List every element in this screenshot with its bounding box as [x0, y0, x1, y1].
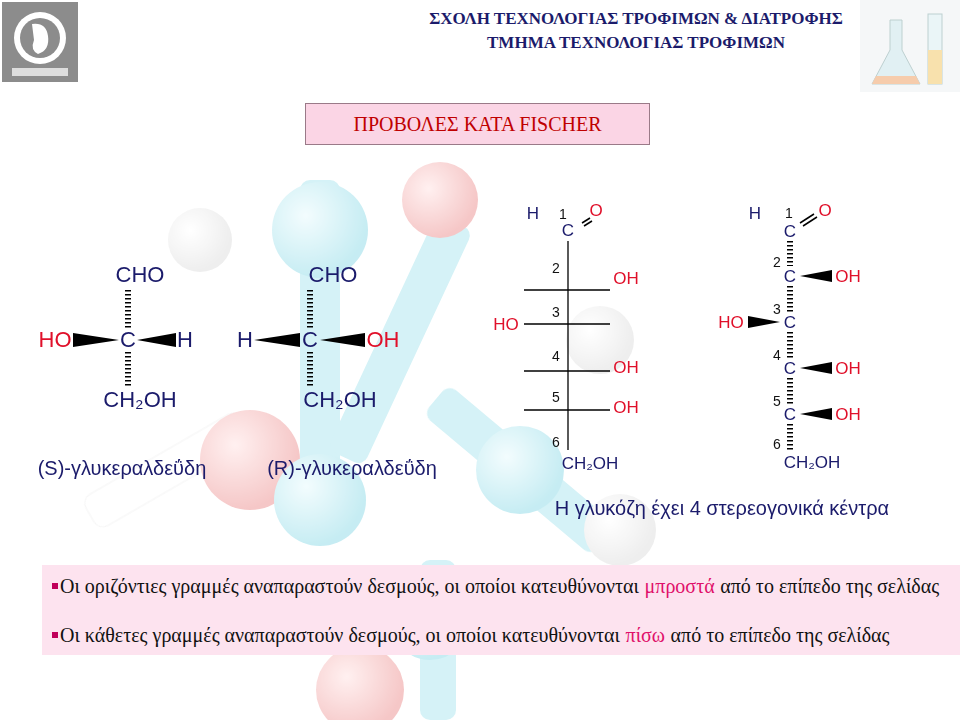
bullet-paragraph: Οι κάθετες γραμμές αναπαραστούν δεσμούς,… — [50, 622, 948, 649]
atom-label: CH₂OH — [784, 454, 841, 471]
title-text: ΠΡΟΒΟΛΕΣ ΚΑΤΑ FISCHER — [353, 113, 601, 136]
header-text: ΣΧΟΛΗ ΤΕΧΝΟΛΟΓΙΑΣ ΤΡΟΦΙΜΩΝ & ΔΙΑΤΡΟΦΗΣ — [429, 10, 843, 27]
title-box: ΠΡΟΒΟΛΕΣ ΚΑΤΑ FISCHER — [305, 103, 650, 145]
atom-label: OH — [835, 406, 861, 423]
atom-label: OH — [835, 268, 861, 285]
atom-label: H — [749, 205, 761, 222]
lab-glassware — [860, 0, 960, 92]
atom-label: C — [784, 223, 796, 240]
header-text: ΤΜΗΜΑ ΤΕΧΝΟΛΟΓΙΑΣ ΤΡΟΦΙΜΩΝ — [487, 34, 785, 51]
carbon-number: 5 — [773, 394, 781, 408]
carbon-number: 2 — [773, 255, 781, 269]
carbon-number: 4 — [773, 348, 781, 362]
note-text: Οι οριζόντιες γραμμές αναπαραστούν δεσμο… — [60, 575, 639, 597]
carbon-number: 5 — [552, 390, 560, 404]
carbon-number: 3 — [552, 305, 560, 319]
carbon-number: 4 — [552, 349, 560, 363]
atom-label: C — [120, 329, 136, 351]
atom-label: OH — [367, 329, 400, 351]
atom-label: C — [562, 222, 574, 239]
atom-label: H — [527, 205, 539, 222]
carbon-number: 2 — [552, 261, 560, 275]
note-box: Οι οριζόντιες γραμμές αναπαραστούν δεσμο… — [42, 565, 960, 655]
note-text: από το επίπεδο της σελίδας — [720, 575, 939, 597]
carbon-number: 3 — [773, 302, 781, 316]
atom-label: C — [784, 406, 796, 423]
atom-label: O — [818, 202, 831, 219]
note-text: από το επίπεδο της σελίδας — [671, 624, 890, 646]
fischer-bonds — [73, 214, 832, 450]
emphasis-text: μπροστά — [645, 575, 715, 597]
atom-label: CH₂OH — [103, 389, 176, 411]
atom-label: O — [589, 202, 602, 219]
atom-label: OH — [613, 270, 639, 287]
carbon-number: 1 — [785, 206, 793, 220]
bullet-square — [52, 583, 58, 589]
atom-label: C — [784, 314, 796, 331]
atom-label: OH — [613, 359, 639, 376]
atom-label: C — [784, 268, 796, 285]
school-logo — [2, 2, 78, 82]
note-text: Η γλυκόζη έχει 4 στερεογονικά κέντρα — [555, 498, 889, 518]
atom-label: C — [784, 360, 796, 377]
atom-label: HO — [39, 329, 72, 351]
atom-label: OH — [835, 360, 861, 377]
compound-name: (R)-γλυκεραλδεΰδη — [267, 458, 437, 478]
atom-label: CHO — [309, 264, 358, 286]
emphasis-text: πίσω — [626, 624, 665, 646]
bullet-paragraph: Οι οριζόντιες γραμμές αναπαραστούν δεσμο… — [50, 573, 948, 600]
atom-label: CH₂OH — [303, 389, 376, 411]
atom-label: H — [177, 329, 193, 351]
carbon-number: 6 — [552, 435, 560, 449]
carbon-number: 6 — [773, 437, 781, 451]
atom-label: HO — [718, 314, 744, 331]
bullet-square — [52, 632, 58, 638]
carbon-number: 1 — [559, 207, 567, 221]
atom-label: CH₂OH — [562, 455, 619, 472]
atom-label: H — [237, 329, 253, 351]
compound-name: (S)-γλυκεραλδεΰδη — [38, 458, 207, 478]
atom-label: CHO — [116, 264, 165, 286]
atom-label: HO — [493, 316, 519, 333]
note-text: Οι κάθετες γραμμές αναπαραστούν δεσμούς,… — [60, 624, 620, 646]
atom-label: OH — [613, 399, 639, 416]
atom-label: C — [302, 329, 318, 351]
